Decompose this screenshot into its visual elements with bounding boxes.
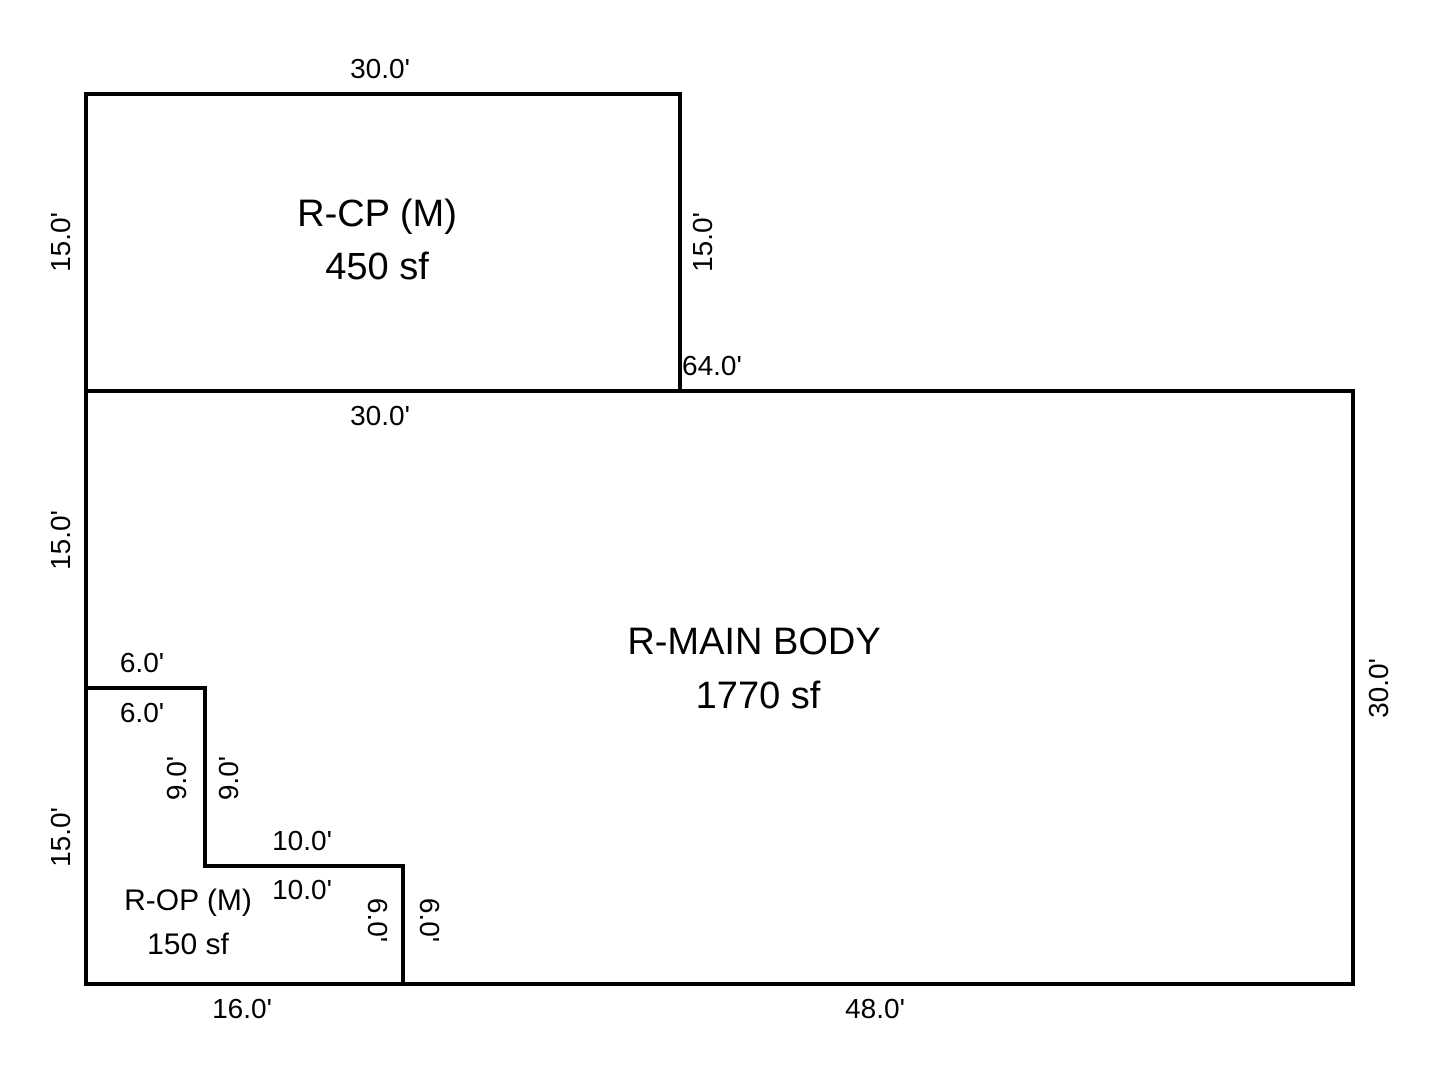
dim-op-step-mid-inner: 10.0' (272, 874, 332, 905)
dim-op-step-top-inner: 6.0' (120, 697, 164, 728)
dim-main-top: 64.0' (682, 350, 742, 381)
dim-cp-left: 15.0' (45, 212, 76, 272)
dim-main-left-upper: 15.0' (45, 510, 76, 570)
main-body-name: R-MAIN BODY (627, 621, 880, 663)
carport-outline (84, 92, 682, 393)
dim-op-bottom: 16.0' (212, 993, 272, 1024)
dim-op-step-top-outer: 6.0' (120, 647, 164, 678)
open-porch-outline (84, 686, 405, 986)
dim-main-left-lower: 15.0' (45, 807, 76, 867)
carport-area: 450 sf (325, 246, 429, 288)
dim-cp-right: 15.0' (687, 212, 718, 272)
dim-op-step-vert-inner: 9.0' (161, 756, 192, 800)
dim-cp-bottom: 30.0' (350, 400, 410, 431)
carport-name: R-CP (M) (297, 193, 457, 235)
main-body-area: 1770 sf (696, 675, 821, 717)
dim-cp-top: 30.0' (350, 53, 410, 84)
open-porch-area: 150 sf (147, 928, 229, 961)
dim-op-step-mid-outer: 10.0' (272, 825, 332, 856)
dim-op-right-outer: 6.0' (414, 898, 445, 942)
main-body-outline (84, 389, 1355, 986)
dim-op-right-inner: 6.0' (362, 898, 393, 942)
dim-main-right: 30.0' (1363, 658, 1394, 718)
dim-op-step-vert-outer: 9.0' (213, 756, 244, 800)
open-porch-name: R-OP (M) (124, 884, 252, 917)
dim-main-bottom: 48.0' (845, 993, 905, 1024)
